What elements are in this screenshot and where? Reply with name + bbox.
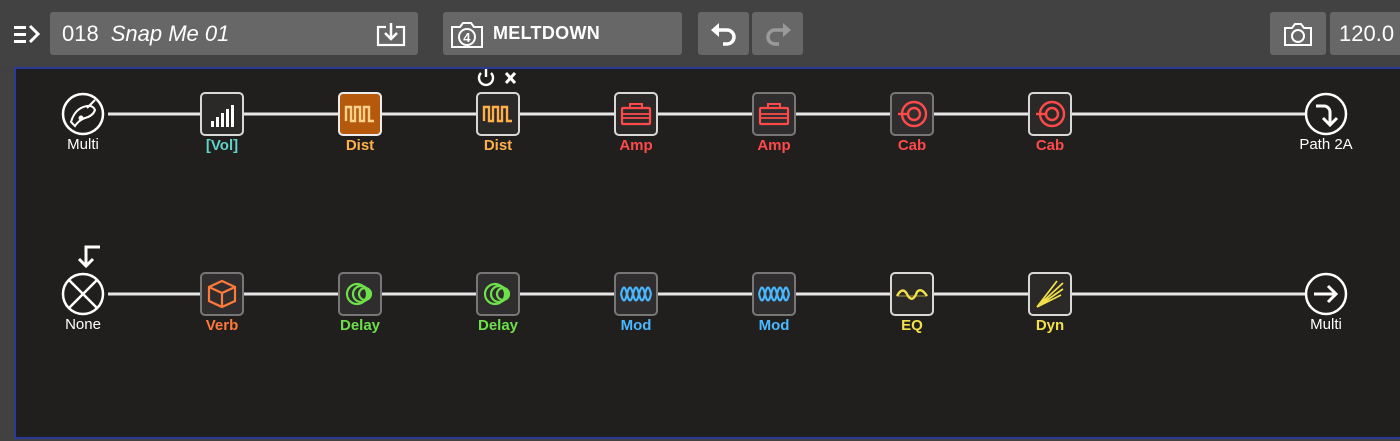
modulation-icon [757, 286, 791, 302]
path-b-block-label-3: Delay [477, 317, 519, 334]
distortion-icon [344, 105, 374, 123]
path-b-block-label-5: Mod [758, 317, 790, 334]
redo-button[interactable] [752, 12, 803, 55]
merge-arrow-icon [77, 245, 100, 269]
path-a-block-label-3: Dist [483, 137, 513, 154]
save-preset-icon[interactable] [376, 21, 408, 47]
snapshot-save-button[interactable] [1270, 12, 1326, 55]
output-path-icon[interactable] [1304, 92, 1348, 136]
amp-icon [620, 103, 652, 126]
tempo-value: 120.0 [1339, 20, 1395, 46]
undo-button[interactable] [698, 12, 749, 55]
path-a-block-label-1: [Vol] [205, 137, 239, 154]
path-a-block-2[interactable] [338, 92, 382, 136]
path-b-block-3[interactable] [476, 272, 520, 316]
reverb-icon [207, 279, 237, 309]
signal-flow-panel [14, 67, 1400, 439]
redo-icon [765, 22, 791, 46]
menu-arrow-icon[interactable] [14, 22, 46, 46]
snapshot-camera-icon: 4 [451, 21, 483, 48]
path-b-block-label-2: Delay [339, 317, 381, 334]
eq-icon [895, 289, 928, 300]
path-a-block-7[interactable] [1028, 92, 1072, 136]
path-b-block-label-7: Dyn [1035, 317, 1065, 334]
preset-name: Snap Me 01 [110, 20, 230, 46]
output-label-b: Multi [1310, 316, 1342, 333]
path-b-block-7[interactable] [1028, 272, 1072, 316]
snapshot-number: 4 [463, 30, 471, 45]
cab-speaker-icon [1036, 100, 1066, 128]
cab-speaker-icon [898, 100, 928, 128]
path-b-block-6[interactable] [890, 272, 934, 316]
top-toolbar: 018 Snap Me 01 4 MELTDOWN [0, 0, 1400, 66]
path-b-block-5[interactable] [752, 272, 796, 316]
output-multi-icon[interactable] [1304, 272, 1348, 316]
selected-block-controls [477, 69, 517, 87]
path-a-block-label-7: Cab [1035, 137, 1065, 154]
path-b-block-label-1: Verb [205, 317, 239, 334]
path-a-block-label-6: Cab [897, 137, 927, 154]
dynamics-icon [1036, 280, 1064, 308]
path-b-block-label-4: Mod [620, 317, 652, 334]
path-a-block-4[interactable] [614, 92, 658, 136]
preset-number: 018 [62, 20, 99, 46]
power-icon[interactable] [477, 69, 495, 87]
snapshot-selector[interactable]: 4 MELTDOWN [443, 12, 682, 55]
path-b-block-1[interactable] [200, 272, 244, 316]
output-label-a: Path 2A [1299, 136, 1353, 153]
distortion-icon [482, 105, 512, 123]
input-multi-icon[interactable] [61, 92, 105, 136]
delay-icon [483, 282, 511, 306]
path-a-block-label-2: Dist [345, 137, 375, 154]
snapshot-name: MELTDOWN [493, 23, 601, 43]
path-b-block-2[interactable] [338, 272, 382, 316]
path-a-block-6[interactable] [890, 92, 934, 136]
path-b-block-label-6: EQ [901, 317, 923, 334]
input-label-a: Multi [67, 136, 99, 153]
input-none-icon[interactable] [61, 272, 105, 316]
preset-selector[interactable]: 018 Snap Me 01 [50, 12, 418, 55]
camera-icon [1284, 22, 1312, 46]
modulation-icon [619, 286, 653, 302]
amp-icon [758, 103, 790, 126]
path-a-block-label-5: Amp [757, 137, 791, 154]
delay-icon [345, 282, 373, 306]
path-a-block-label-4: Amp [619, 137, 653, 154]
undo-icon [710, 22, 736, 46]
tempo-display[interactable]: 120.0 [1330, 12, 1400, 55]
path-a-block-5[interactable] [752, 92, 796, 136]
path-a-block-1[interactable] [200, 92, 244, 136]
path-b-block-4[interactable] [614, 272, 658, 316]
volume-pedal-icon [211, 105, 234, 127]
path-a-block-3[interactable] [476, 92, 520, 136]
close-icon[interactable] [504, 71, 517, 85]
input-label-b: None [65, 316, 101, 333]
